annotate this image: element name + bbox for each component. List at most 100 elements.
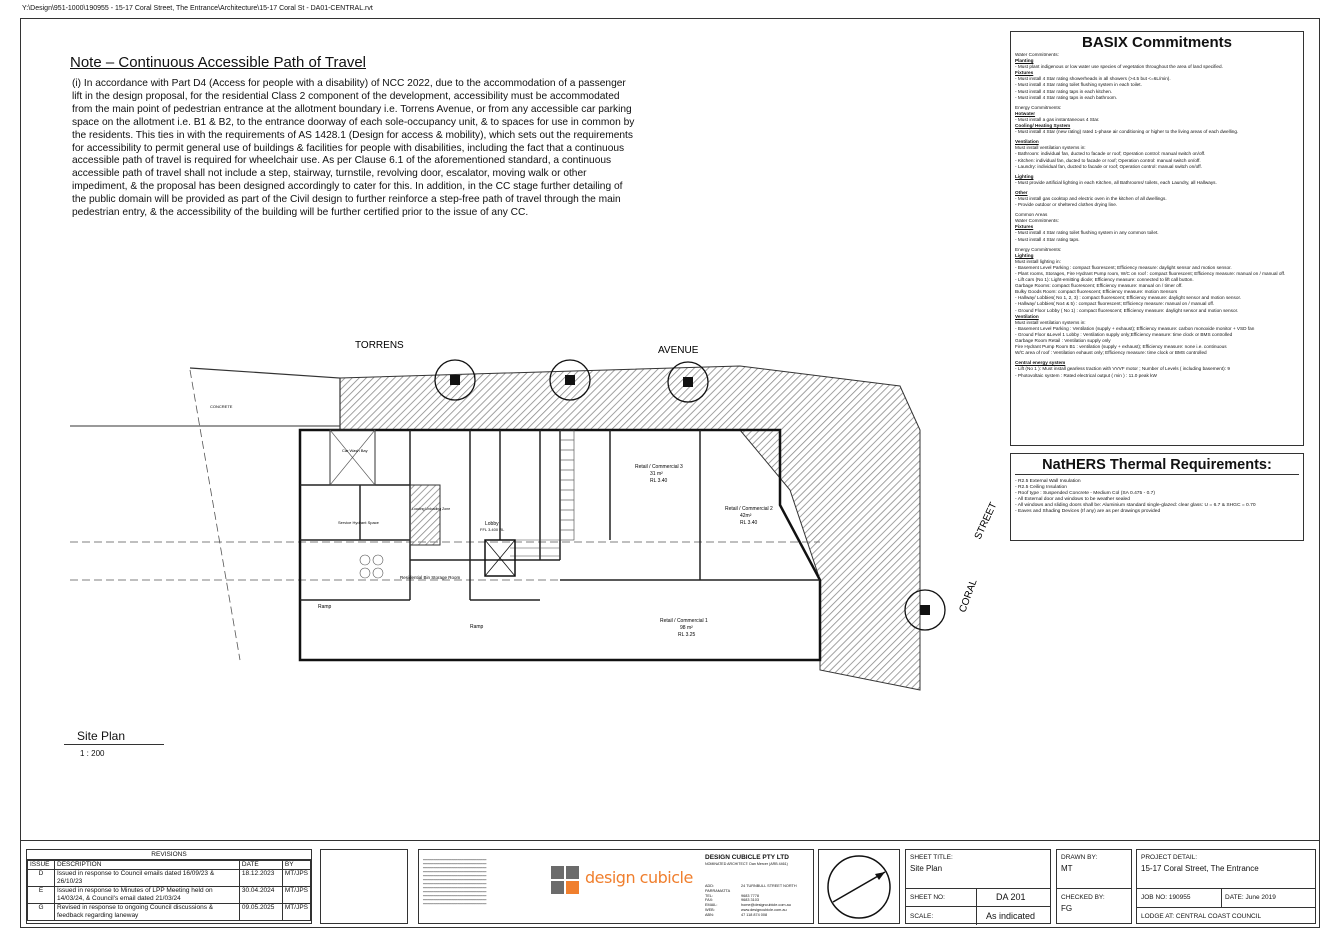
basix-line: - Must install 4 Star rating taps. [1015,236,1080,242]
revision-date: 18.12.2023 [238,869,283,887]
nathers-panel: NatHERS Thermal Requirements: - R2.5 Ext… [1010,453,1304,541]
basix-line: Planting [1015,58,1034,64]
basix-line: - Ground Floor Lobby ( No 1) : compact f… [1015,307,1239,313]
room-loading: Loading Unloading Zone [412,507,450,511]
basix-line: Central energy system [1015,360,1066,366]
room-retail-2-rl: RL 3.40 [740,520,758,526]
revision-by: MT/JPS [281,869,312,887]
basix-line: Ventilation [1015,139,1039,145]
note-body: (i) In accordance with Part D4 (Access f… [72,78,635,219]
tree-markers [450,375,930,615]
col-date: DATE [238,860,283,870]
room-retail-1-area: 98 m² [680,625,693,631]
drawn-by-label: DRAWN BY: [1061,854,1098,861]
nathers-title: NatHERS Thermal Requirements: [1015,456,1299,475]
site-plan-title: Site Plan [77,729,126,743]
revision-issue: G [27,903,55,921]
company-contacts: ADD:24 TURNBULL STREET NORTH PARRAMATTA … [705,884,797,917]
nominated-architect: NOMINATED ARCHITECT: Dan Mercer (ARB 446… [705,862,788,866]
north-arrow-icon [827,855,891,919]
street-label-coral: CORAL [957,577,979,614]
nathers-line: - Roof type : Suspended Concrete - Mediu… [1015,491,1155,497]
basix-line: - Lift (No 1 ): Must install gearless tr… [1015,366,1230,372]
basix-line: Must install ventilation systems in: [1015,319,1086,325]
nathers-line: - R2.5 External Wall Insulation [1015,479,1081,484]
basix-line: - Photovoltaic system : Rated electrical… [1015,372,1157,378]
col-issue: ISSUE [27,860,55,870]
car-wash-bay [329,429,376,486]
revision-desc: Issued in response to Minutes of LPP Mee… [54,886,240,904]
nathers-line: - All windows and sliding doors shall be… [1015,503,1256,509]
sheet-frame [20,18,1320,928]
basix-line: Must install ventilation systems in: [1015,145,1086,151]
revision-desc: Issued in response to Council emails dat… [54,869,240,887]
basix-commitments-panel: BASIX Commitments Water Commitments: Pla… [1010,31,1304,446]
copyright-notes: ━━━━━━━━━━━━━━━━━━━━━━━━━━━━━━━━━━━━━━━━… [423,858,487,906]
nathers-line: - Eaves and Shading Devices (If any) are… [1015,509,1161,515]
basix-line: - Basement Level Parking : Ventilation (… [1015,325,1255,331]
street-label-street: STREET [973,501,1000,541]
room-retail-1-rl: RL 3.25 [678,632,696,638]
basix-line: - Must install 4 Star rating taps in eac… [1015,94,1118,100]
loading-zone [409,484,441,546]
basix-line: Energy Commitments: [1015,246,1062,252]
revision-by: MT/JPS [281,903,312,921]
company-name: DESIGN CUBICLE PTY LTD [705,854,789,861]
room-hydrant: Service Hydrant Space [338,520,380,525]
basix-line: - Must install 4 Star (new rating) rated… [1015,129,1239,135]
room-ramp-2: Ramp [470,624,484,630]
lift [484,539,516,577]
basix-line: - Ground Floor &Level 1 Lobby : Ventilat… [1015,331,1233,337]
street-label-avenue: AVENUE [658,345,699,356]
revision-issue: E [27,886,55,904]
sheet-title-label: SHEET TITLE: [910,854,953,861]
room-retail-3-area: 31 m² [650,471,663,477]
basix-line: Garbage Room Retail : Ventilation supply… [1015,338,1111,344]
basix-lines: Water Commitments: Planting- Must plant … [1015,52,1299,379]
lodge-at: LODGE AT: CENTRAL COAST COUNCIL [1141,913,1262,920]
street-label-torrens: TORRENS [355,340,404,351]
col-by: BY [281,860,312,870]
job-no: JOB NO: 190955 [1141,894,1191,901]
basix-line: - Kitchen: individual fan, ducted to fac… [1015,157,1201,163]
room-retail-2: Retail / Commercial 2 [725,506,773,512]
project-box: PROJECT DETAIL: 15-17 Coral Street, The … [1136,849,1316,924]
basix-line: Water Commitments: [1015,218,1059,224]
file-path: Y:\Design\951-1000\190955 - 15-17 Coral … [22,5,373,12]
basix-line: Fixtures [1015,70,1034,76]
scale-value: As indicated [986,911,1036,921]
revision-date: 09.05.2025 [238,903,283,921]
basix-line: - Must provide artificial lighting in ea… [1015,179,1217,185]
basix-line: Cooling/ Heating System [1015,123,1071,129]
basix-line: Garbage Rooms: compact fluorescent; Effi… [1015,283,1183,289]
site-plan-drawing: TORRENS AVENUE STREET CORAL CONCRETE Ret… [70,340,1000,691]
basix-line: Water Commitments: [1015,52,1059,57]
revision-date: 30.04.2024 [238,886,283,904]
basix-line: Bulky Goods Room: compact fluorescent; E… [1015,289,1178,295]
basix-line: - Provide outdoor or sheltered clothes d… [1015,202,1118,208]
revision-issue: D [27,869,55,887]
room-retail-1: Retail / Commercial 1 [660,618,708,624]
sheet-no-value: DA 201 [996,892,1026,902]
sheet-title-value: Site Plan [910,864,943,873]
company-box: ━━━━━━━━━━━━━━━━━━━━━━━━━━━━━━━━━━━━━━━━… [418,849,814,924]
col-description: DESCRIPTION [54,860,240,870]
basix-line: Fixtures [1015,224,1034,230]
basix-line: - Bathroom: individual fan, ducted to fa… [1015,151,1206,157]
basix-line: - Must install gas cooktop and electric … [1015,195,1167,201]
project-value: 15-17 Coral Street, The Entrance [1141,864,1259,873]
stair [510,429,575,557]
room-ramp-1: Ramp [318,604,332,610]
nathers-lines: - R2.5 External Wall Insulation- R2.5 Ce… [1015,479,1299,516]
basix-line: Lighting [1015,252,1034,258]
project-label: PROJECT DETAIL: [1141,854,1198,861]
site-plan-scale: 1 : 200 [80,749,105,758]
drawn-by-value: MT [1061,864,1073,873]
basix-line: - Hallway/ Lobbies( No 1, 2, 3) : compac… [1015,295,1242,301]
nathers-line: - All External door and windows to be we… [1015,497,1130,503]
sheet-box: SHEET TITLE: Site Plan SHEET NO: DA 201 … [905,849,1051,925]
nathers-line: - R2.5 Ceiling Insulation [1015,485,1067,491]
